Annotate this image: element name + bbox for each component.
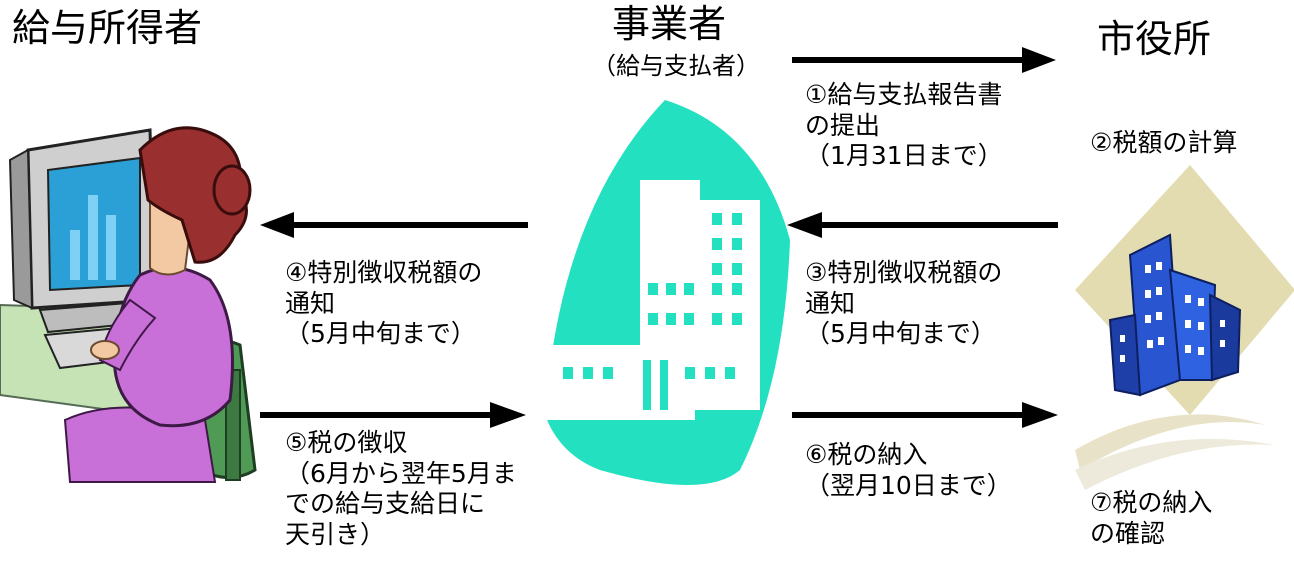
step-4-line-3: （5月中旬まで） xyxy=(285,319,476,348)
city-label: 市役所 xyxy=(1097,17,1212,61)
arrow-6-to-city xyxy=(792,402,1058,428)
step-7-label: ⑦税の納入 の確認 xyxy=(1090,488,1212,549)
arrow-5-to-employer xyxy=(260,402,526,428)
step-1-line-1: ①給与支払報告書 xyxy=(805,80,1003,109)
step-1-line-3: （1月31日まで） xyxy=(805,141,1003,170)
step-4-label: ④特別徴収税額の 通知 （5月中旬まで） xyxy=(285,258,482,350)
step-7-line-2: の確認 xyxy=(1090,518,1166,548)
step-1-line-2: の提出 xyxy=(805,110,881,140)
arrow-4-to-employee xyxy=(260,212,528,238)
step-4-line-2: 通知 xyxy=(285,288,336,318)
arrow-3-to-employer xyxy=(787,212,1058,238)
step-6-line-2: （翌月10日まで） xyxy=(805,470,1012,500)
step-5-line-3: での給与支給日に xyxy=(285,489,486,518)
step-5-label: ⑤税の徴収 （6月から翌年5月ま での給与支給日に 天引き） xyxy=(285,428,517,550)
step-1-label: ①給与支払報告書 の提出 （1月31日まで） xyxy=(805,80,1003,172)
step-5-line-2: （6月から翌年5月ま xyxy=(285,458,517,488)
employee-computer-icon xyxy=(0,128,182,412)
arrow-1-to-city xyxy=(792,47,1056,73)
step-3-line-2: 通知 xyxy=(805,288,856,318)
employer-label: 事業者 xyxy=(612,2,727,46)
step-6-line-1: ⑥税の納入 xyxy=(805,440,928,469)
step-2-label: ②税額の計算 xyxy=(1090,128,1237,159)
employee-person-icon xyxy=(63,126,257,483)
step-3-line-3: （5月中旬まで） xyxy=(805,319,996,348)
step-7-line-1: ⑦税の納入 xyxy=(1090,488,1213,517)
step-3-line-1: ③特別徴収税額の xyxy=(805,258,1003,287)
city-office-icon xyxy=(1075,165,1294,490)
step-4-line-1: ④特別徴収税額の xyxy=(285,258,483,287)
step-6-label: ⑥税の納入 （翌月10日まで） xyxy=(805,440,1012,501)
step-3-label: ③特別徴収税額の 通知 （5月中旬まで） xyxy=(805,258,1002,350)
step-5-line-4: 天引き） xyxy=(285,519,386,549)
step-2-line-1: ②税額の計算 xyxy=(1090,128,1238,157)
employer-building-icon xyxy=(545,100,790,485)
step-5-line-1: ⑤税の徴収 xyxy=(285,428,408,457)
employer-sub-label: （給与支払者） xyxy=(592,52,760,80)
employee-label: 給与所得者 xyxy=(12,6,203,50)
